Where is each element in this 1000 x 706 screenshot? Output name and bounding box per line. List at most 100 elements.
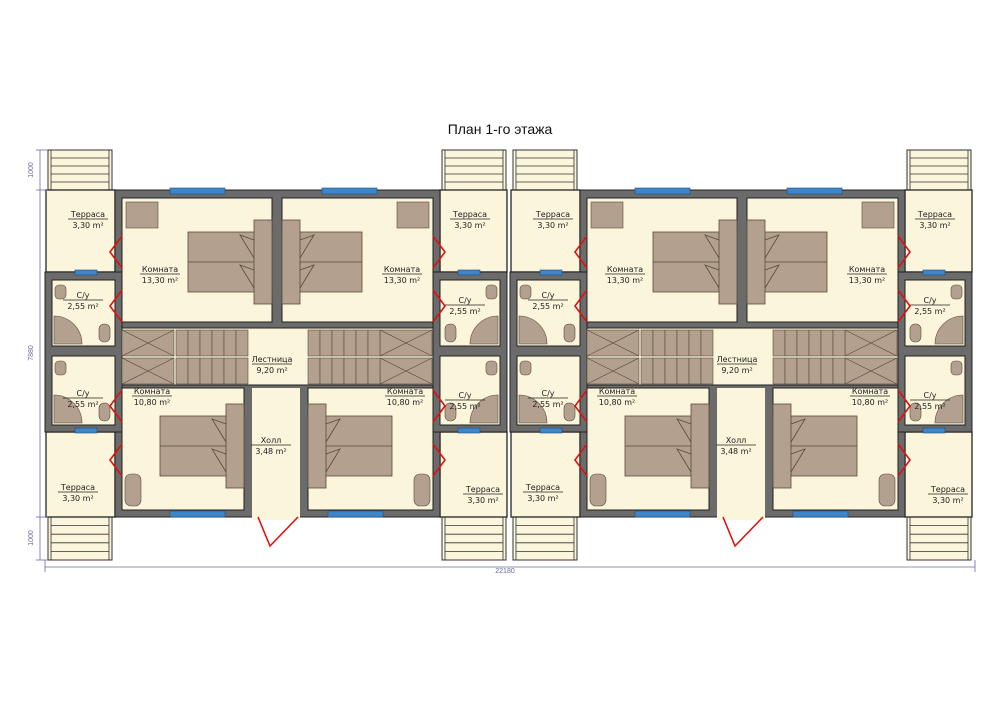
pillow xyxy=(704,264,720,289)
room-name-label: Лестница xyxy=(717,355,758,364)
double-bed xyxy=(772,403,858,489)
room-name-label: С/у xyxy=(76,291,89,300)
shower-cabin xyxy=(518,315,548,345)
landing-cross xyxy=(844,329,898,357)
stair-tread xyxy=(235,357,249,385)
toilet xyxy=(444,323,457,343)
stair-tread xyxy=(307,357,321,385)
door-swing xyxy=(432,443,446,477)
terrace-floor xyxy=(510,189,581,273)
bed-headboard xyxy=(253,219,273,305)
door-swing xyxy=(109,289,123,323)
room-name-label: Терраса xyxy=(70,210,105,219)
room-area-label: 2,55 m² xyxy=(449,402,480,411)
shower-cabin xyxy=(53,315,83,345)
sink xyxy=(54,360,67,376)
stair-tread xyxy=(355,357,369,385)
room-name-label: Холл xyxy=(261,436,282,445)
room-area-label: 3,30 m² xyxy=(919,221,950,230)
window xyxy=(74,269,98,276)
stair-tread xyxy=(700,329,714,357)
double-bed xyxy=(159,403,245,489)
room-area-label: 2,55 m² xyxy=(914,307,945,316)
toilet xyxy=(98,402,111,422)
window xyxy=(634,510,691,518)
wardrobe xyxy=(125,201,159,229)
toilet xyxy=(909,323,922,343)
room-name-label: Терраса xyxy=(465,485,500,494)
stair-tread xyxy=(367,329,381,357)
pillow xyxy=(299,234,315,259)
bed-headboard xyxy=(718,219,738,305)
window xyxy=(786,187,843,195)
sink xyxy=(485,284,498,300)
pillow xyxy=(704,234,720,259)
stair-outline xyxy=(441,516,507,561)
room-name-label: Комната xyxy=(142,265,178,274)
pillow xyxy=(764,234,780,259)
room-name-label: С/у xyxy=(923,391,936,400)
shower-cabin xyxy=(469,394,499,424)
terrace-stairs xyxy=(906,516,972,561)
bed-headboard xyxy=(281,219,301,305)
pillow xyxy=(676,418,692,443)
stair-tread xyxy=(223,357,237,385)
terrace-floor xyxy=(439,189,508,273)
room-name-label: Комната xyxy=(387,387,423,396)
landing-cross xyxy=(844,357,898,385)
pillow xyxy=(211,418,227,443)
stair-tread xyxy=(676,329,690,357)
stair-tread xyxy=(772,329,786,357)
window xyxy=(792,510,849,518)
stair-tread xyxy=(796,329,810,357)
stair-tread xyxy=(664,357,678,385)
room-name-label: Терраса xyxy=(525,483,560,492)
armchair xyxy=(413,473,431,507)
shower-cabin xyxy=(469,315,499,345)
stair-outline xyxy=(441,149,507,191)
terrace-floor xyxy=(510,431,581,518)
window xyxy=(539,427,563,434)
room-area-label: 13,30 m² xyxy=(607,276,643,285)
door-swing xyxy=(574,235,588,269)
room-name-label: С/у xyxy=(541,389,554,398)
stair-tread xyxy=(319,329,333,357)
stair-tread xyxy=(820,357,834,385)
stair-tread xyxy=(175,357,189,385)
door-swing xyxy=(574,389,588,423)
room-area-label: 10,80 m² xyxy=(852,398,888,407)
armchair xyxy=(589,473,607,507)
shower-cabin xyxy=(518,394,548,424)
sink xyxy=(950,284,963,300)
room-area-label: 3,30 m² xyxy=(467,496,498,505)
stair-tread xyxy=(343,329,357,357)
double-bed xyxy=(307,403,393,489)
landing-cross xyxy=(121,357,175,385)
sink xyxy=(519,360,532,376)
stair-tread xyxy=(784,329,798,357)
toilet xyxy=(563,323,576,343)
dimension-label: 1000 xyxy=(28,162,35,178)
window xyxy=(634,187,691,195)
room-name-label: Терраса xyxy=(60,483,95,492)
double-bed xyxy=(652,219,738,305)
room-area-label: 3,30 m² xyxy=(537,221,568,230)
terrace-stairs xyxy=(441,516,507,561)
door-swing xyxy=(574,443,588,477)
room-area-label: 10,80 m² xyxy=(387,398,423,407)
sink xyxy=(485,360,498,376)
window xyxy=(457,427,481,434)
room-area-label: 13,30 m² xyxy=(142,276,178,285)
bed-headboard xyxy=(690,403,710,489)
stair-tread xyxy=(343,357,357,385)
hall-floor xyxy=(252,388,300,520)
stair-tread xyxy=(784,357,798,385)
stair-tread xyxy=(367,357,381,385)
stair-outline xyxy=(906,149,972,191)
dimension-label-total-width: 22180 xyxy=(495,568,515,575)
door-swing xyxy=(897,389,911,423)
room-name-label: Комната xyxy=(599,387,635,396)
stair-tread xyxy=(640,357,654,385)
